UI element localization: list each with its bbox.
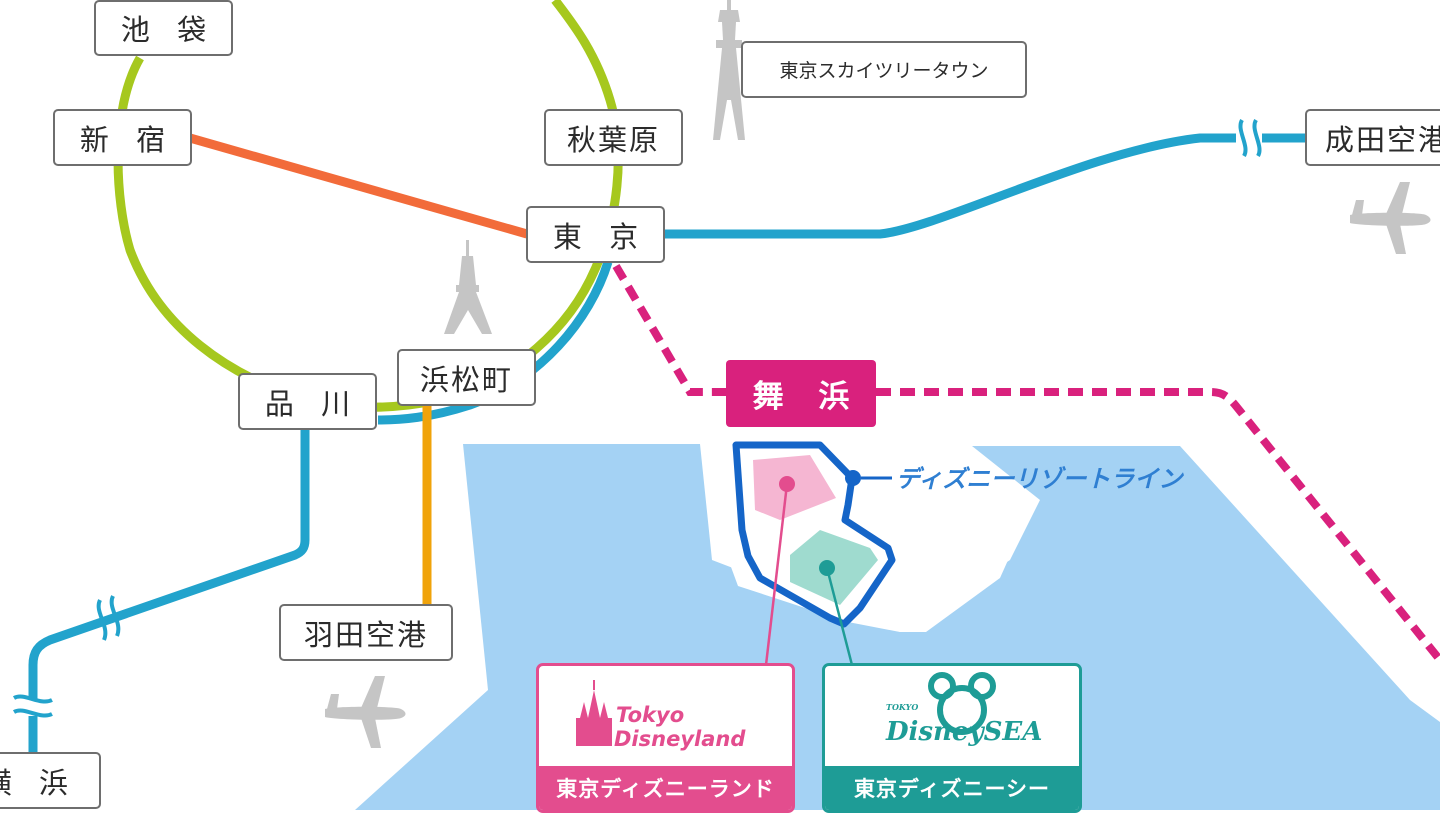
chuo-line (188, 133, 529, 239)
disneyland-leader (764, 483, 789, 666)
station-maihama[interactable]: 舞 浜 (726, 360, 876, 427)
station-haneda[interactable]: 羽田空港 (279, 604, 453, 661)
station-hamamatsucho[interactable]: 浜松町 (397, 349, 536, 406)
station-tokyo[interactable]: 東 京 (526, 206, 665, 263)
disneysea-name: 東京ディズニーシー (825, 766, 1079, 810)
park-card-disneyland[interactable]: Tokyo Disneyland 東京ディズニーランド (536, 663, 795, 813)
station-shinagawa[interactable]: 品 川 (238, 373, 377, 430)
disneysea-leader (825, 567, 854, 666)
disneysea-logo-main: DisneySEA (885, 717, 1042, 747)
disneyland-logo-mark: Tokyo Disneyland (575, 680, 746, 751)
disneysea-logo-mark: TOKYO DisneySEA (885, 672, 1042, 747)
disneyland-logo-line2: Disneyland (614, 727, 746, 751)
disneyland-logo: Tokyo Disneyland (539, 666, 792, 766)
mickey-globe-icon (928, 672, 996, 735)
disneyland-area (753, 455, 836, 520)
line-break-icon (1238, 118, 1262, 158)
yokohama-line (28, 428, 310, 752)
tokyo-tower-icon (444, 240, 492, 334)
disneyland-name: 東京ディズニーランド (539, 766, 792, 810)
line-break-icon (12, 694, 53, 718)
disneysea-logo-small: TOKYO (886, 702, 918, 712)
keiyo-line-dashed (612, 263, 1440, 663)
station-shinjuku[interactable]: 新 宿 (53, 109, 192, 166)
airplane-icon (1350, 182, 1431, 254)
station-narita[interactable]: 成田空港 (1305, 109, 1440, 166)
station-yokohama[interactable]: 横 浜 (0, 752, 101, 809)
landmark-skytree-town[interactable]: 東京スカイツリータウン (741, 41, 1027, 98)
airplane-icon (325, 676, 406, 748)
disneysea-dot (819, 560, 835, 576)
disneyland-dot (779, 476, 795, 492)
park-card-disneysea[interactable]: TOKYO DisneySEA 東京ディズニーシー (822, 663, 1082, 813)
yamanote-line (113, 0, 623, 412)
castle-icon (575, 680, 612, 746)
line-break-icon (96, 595, 121, 641)
disneyland-logo-line1: Tokyo (616, 703, 684, 727)
narita-line (662, 133, 1305, 239)
disneysea-logo: TOKYO DisneySEA (825, 666, 1079, 766)
resort-line-dot (845, 470, 861, 486)
resort-line-label: ディズニーリゾートライン (896, 465, 1183, 493)
station-ikebukuro[interactable]: 池 袋 (94, 0, 233, 56)
skytree-icon (713, 0, 745, 140)
station-akihabara[interactable]: 秋葉原 (544, 109, 683, 166)
